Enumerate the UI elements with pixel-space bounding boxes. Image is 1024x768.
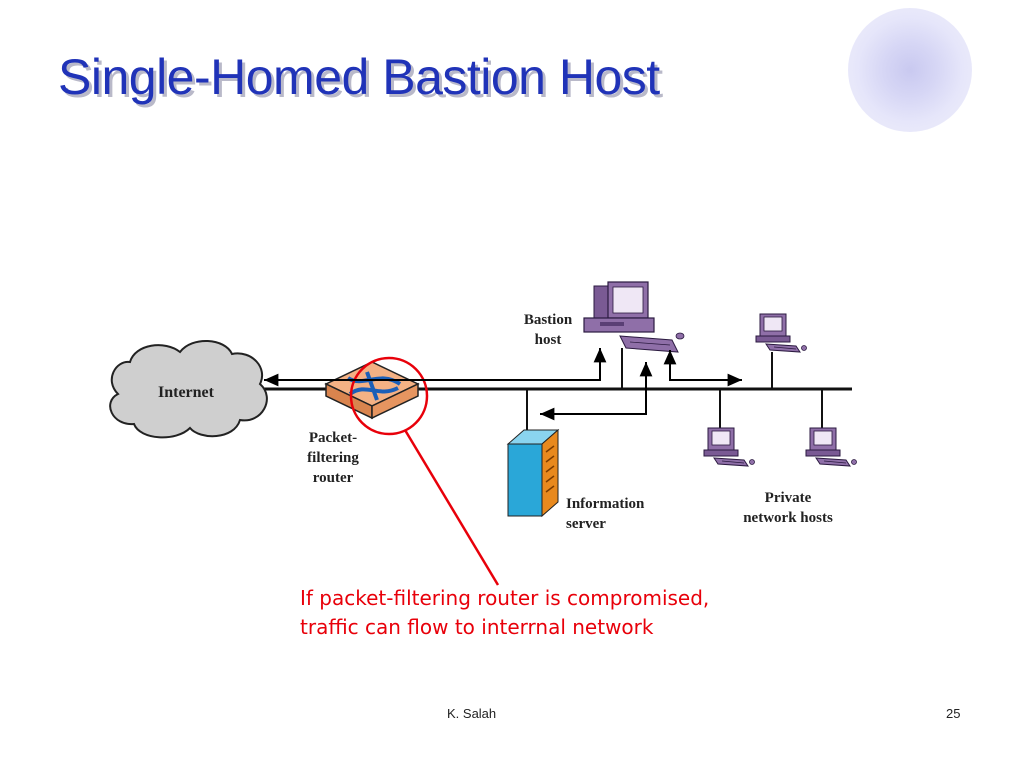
page-number: 25 — [946, 706, 961, 721]
private-host-computer — [755, 313, 807, 353]
information-server — [506, 428, 560, 518]
internet-bastion-arrow — [264, 348, 607, 387]
slide-title: Single-Homed Bastion Host — [58, 49, 660, 105]
bastion-host-computer — [583, 281, 685, 353]
bastion-host-label: Bastion host — [523, 312, 573, 348]
private-host-computer — [805, 427, 857, 467]
internet-cloud — [109, 339, 268, 439]
bastion-private-arrow — [663, 350, 742, 387]
information-server-label: Information server — [566, 496, 645, 532]
decorative-circle — [848, 8, 972, 132]
internet-label: Internet — [158, 384, 215, 401]
packet-filtering-router — [324, 361, 420, 420]
router-label: Packet- filtering router — [307, 430, 359, 486]
bastion-infoserver-arrow — [540, 362, 653, 421]
private-hosts-label: Private network hosts — [743, 490, 833, 526]
private-host-computer — [703, 427, 755, 467]
callout-pointer-line — [403, 429, 500, 586]
footer-author: K. Salah — [447, 706, 497, 721]
compromise-callout-text: If packet-filtering router is compromise… — [300, 586, 710, 639]
